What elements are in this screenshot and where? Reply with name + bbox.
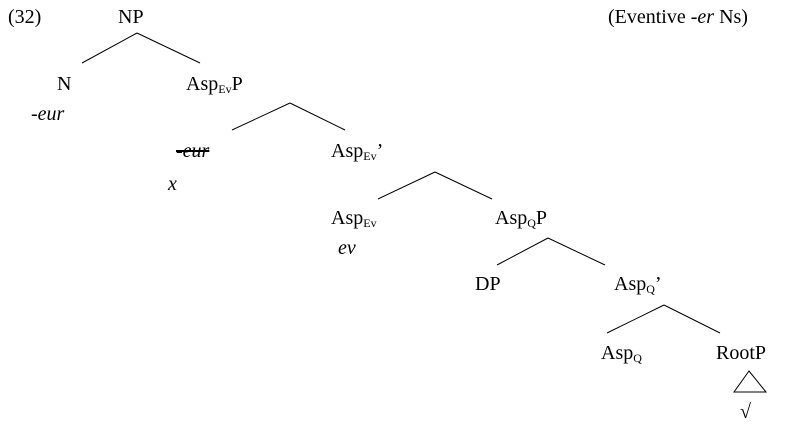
branch-aspqp-dp	[496, 237, 549, 266]
node-np: NP	[118, 6, 144, 28]
node-root-symbol: √	[740, 401, 751, 423]
rootp-triangle	[733, 370, 768, 393]
branch-aspqbar-rootp	[663, 304, 721, 334]
example-caption: (Eventive -er Ns)	[608, 5, 748, 29]
asp-ev-bar-suffix: ’	[376, 140, 384, 162]
asp-q-bar-suffix: ’	[654, 273, 662, 295]
asp-q-bar-base: Asp	[614, 273, 647, 295]
node-asp-ev-head: AspEv	[331, 206, 377, 230]
asp-ev-bar-sub: Ev	[363, 149, 377, 163]
caption-suffix: Ns)	[714, 6, 748, 28]
caption-prefix: (Eventive	[608, 6, 691, 28]
node-n-form: -eur	[31, 103, 65, 125]
caption-italic: -er	[690, 6, 715, 28]
asp-ev-bar-base: Asp	[331, 140, 364, 162]
branch-aspevp-aspevbar	[289, 102, 346, 131]
node-asp-ev-bar: AspEv’	[331, 139, 383, 163]
asp-ev-head-base: Asp	[331, 207, 364, 229]
branch-aspevp-spec	[231, 102, 291, 131]
node-dp: DP	[475, 273, 501, 295]
branch-aspqp-aspqbar	[547, 237, 606, 266]
asp-q-p-sub: Q	[527, 216, 536, 230]
branch-aspevbar-aspev	[377, 171, 436, 200]
branch-aspqbar-aspq	[606, 304, 665, 334]
asp-q-bar-sub: Q	[646, 282, 655, 296]
asp-ev-p-sub: Ev	[218, 82, 232, 96]
asp-q-head-base: Asp	[601, 342, 634, 364]
asp-q-p-suffix: P	[535, 207, 548, 229]
node-asp-q-head: AspQ	[601, 341, 642, 365]
asp-q-p-base: Asp	[495, 207, 528, 229]
asp-q-head-sub: Q	[633, 351, 642, 365]
branch-np-aspevp	[136, 32, 201, 64]
branch-aspevbar-aspqp	[434, 171, 493, 200]
node-asp-ev-p: AspEvP	[186, 72, 243, 96]
node-n: N	[57, 73, 72, 95]
asp-ev-p-base: Asp	[186, 73, 219, 95]
node-asp-q-p: AspQP	[495, 206, 547, 230]
branch-np-n	[81, 32, 138, 64]
node-asp-q-bar: AspQ’	[614, 272, 662, 296]
node-asp-ev-form: ev	[338, 237, 356, 259]
node-spec-var: x	[168, 173, 177, 195]
example-number: (32)	[8, 6, 42, 28]
node-root-p: RootP	[716, 342, 767, 364]
asp-ev-p-suffix: P	[231, 73, 243, 95]
asp-ev-head-sub: Ev	[363, 216, 377, 230]
node-spec-trace: -eur	[176, 140, 210, 162]
